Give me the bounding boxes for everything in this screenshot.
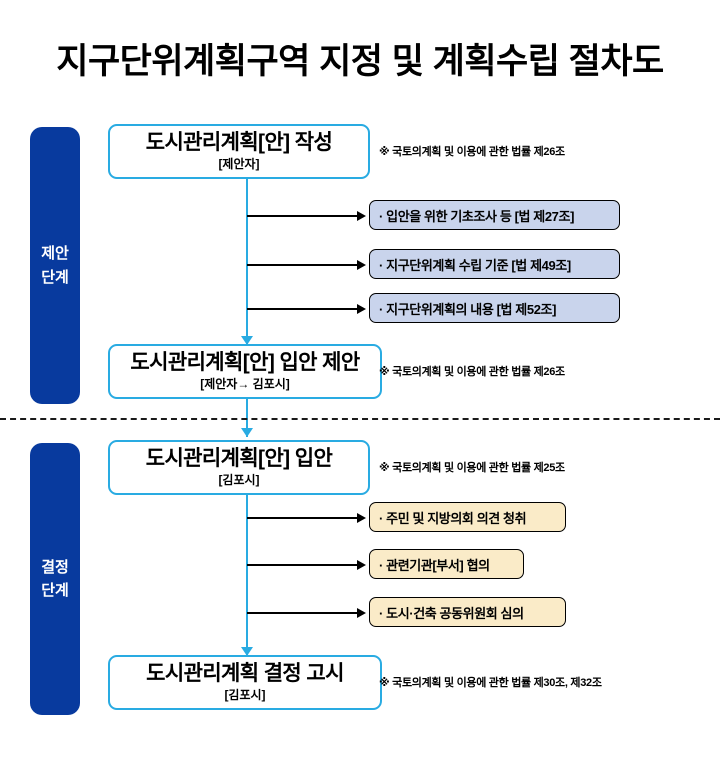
branch-arrow-decision-3 xyxy=(357,608,366,618)
branch-line-proposal-2 xyxy=(247,264,357,266)
stage-bar-proposal: 제안 단계 xyxy=(30,127,80,404)
process-box-3-title: 도시관리계획[안] 입안 xyxy=(145,447,333,471)
process-box-1-subtitle: [제안자] xyxy=(218,157,260,172)
branch-line-decision-2 xyxy=(247,564,357,566)
side-box-agency-consultation[interactable]: · 관련기관[부서] 협의 xyxy=(369,549,524,579)
branch-arrow-decision-2 xyxy=(357,560,366,570)
process-box-plan-formulation[interactable]: 도시관리계획[안] 입안 [김포시] xyxy=(108,440,370,495)
side-box-joint-committee-review-label: · 도시·건축 공동위원회 심의 xyxy=(379,605,524,621)
stage-bar-decision: 결정 단계 xyxy=(30,443,80,715)
stage-divider xyxy=(0,418,720,420)
side-box-planning-criteria-label: · 지구단위계획 수립 기준 [법 제49조] xyxy=(379,257,571,273)
note-box-1: ※ 국토의계획 및 이용에 관한 법률 제26조 xyxy=(379,146,565,158)
side-box-basic-survey[interactable]: · 입안을 위한 기초조사 등 [법 제27조] xyxy=(369,200,620,230)
flow-line-decision xyxy=(246,495,248,655)
process-box-4-subtitle: [김포시] xyxy=(224,688,266,703)
process-box-4-title: 도시관리계획 결정 고시 xyxy=(146,662,344,686)
process-box-2-title: 도시관리계획[안] 입안 제안 xyxy=(130,351,360,375)
note-box-3: ※ 국토의계획 및 이용에 관한 법률 제25조 xyxy=(379,462,565,474)
side-box-public-hearing[interactable]: · 주민 및 지방의회 의견 청취 xyxy=(369,502,566,532)
side-box-planning-criteria[interactable]: · 지구단위계획 수립 기준 [법 제49조] xyxy=(369,249,620,279)
branch-arrow-proposal-3 xyxy=(357,304,366,314)
stage-decision-line1: 결정 xyxy=(41,558,69,576)
side-box-public-hearing-label: · 주민 및 지방의회 의견 청취 xyxy=(379,510,527,526)
flow-arrow-to-box3 xyxy=(241,428,253,437)
branch-line-proposal-1 xyxy=(247,215,357,217)
flow-line-proposal xyxy=(246,179,248,344)
branch-line-decision-1 xyxy=(247,517,357,519)
branch-arrow-decision-1 xyxy=(357,513,366,523)
page-title: 지구단위계획구역 지정 및 계획수립 절차도 xyxy=(56,42,664,81)
side-box-joint-committee-review[interactable]: · 도시·건축 공동위원회 심의 xyxy=(369,597,566,627)
note-box-4: ※ 국토의계획 및 이용에 관한 법률 제30조, 제32조 xyxy=(379,677,602,689)
flow-arrow-to-box2 xyxy=(241,336,253,345)
process-box-3-subtitle: [김포시] xyxy=(218,473,260,488)
branch-line-proposal-3 xyxy=(247,308,357,310)
process-box-decision-notice[interactable]: 도시관리계획 결정 고시 [김포시] xyxy=(108,655,382,710)
side-box-plan-contents[interactable]: · 지구단위계획의 내용 [법 제52조] xyxy=(369,293,620,323)
process-box-plan-drafting[interactable]: 도시관리계획[안] 작성 [제안자] xyxy=(108,124,370,179)
branch-arrow-proposal-2 xyxy=(357,260,366,270)
process-box-1-title: 도시관리계획[안] 작성 xyxy=(145,131,333,155)
side-box-basic-survey-label: · 입안을 위한 기초조사 등 [법 제27조] xyxy=(379,208,574,224)
branch-line-decision-3 xyxy=(247,612,357,614)
process-box-2-subtitle: [제안자→ 김포시] xyxy=(200,377,290,392)
flow-arrow-to-box4 xyxy=(241,647,253,656)
stage-proposal-line1: 제안 xyxy=(41,245,69,263)
stage-decision-line2: 단계 xyxy=(41,582,69,599)
side-box-agency-consultation-label: · 관련기관[부서] 협의 xyxy=(379,557,490,573)
side-box-plan-contents-label: · 지구단위계획의 내용 [법 제52조] xyxy=(379,301,557,317)
branch-arrow-proposal-1 xyxy=(357,211,366,221)
stage-proposal-line2: 단계 xyxy=(41,268,69,286)
process-box-plan-proposal[interactable]: 도시관리계획[안] 입안 제안 [제안자→ 김포시] xyxy=(108,344,382,399)
note-box-2: ※ 국토의계획 및 이용에 관한 법률 제26조 xyxy=(379,366,565,378)
